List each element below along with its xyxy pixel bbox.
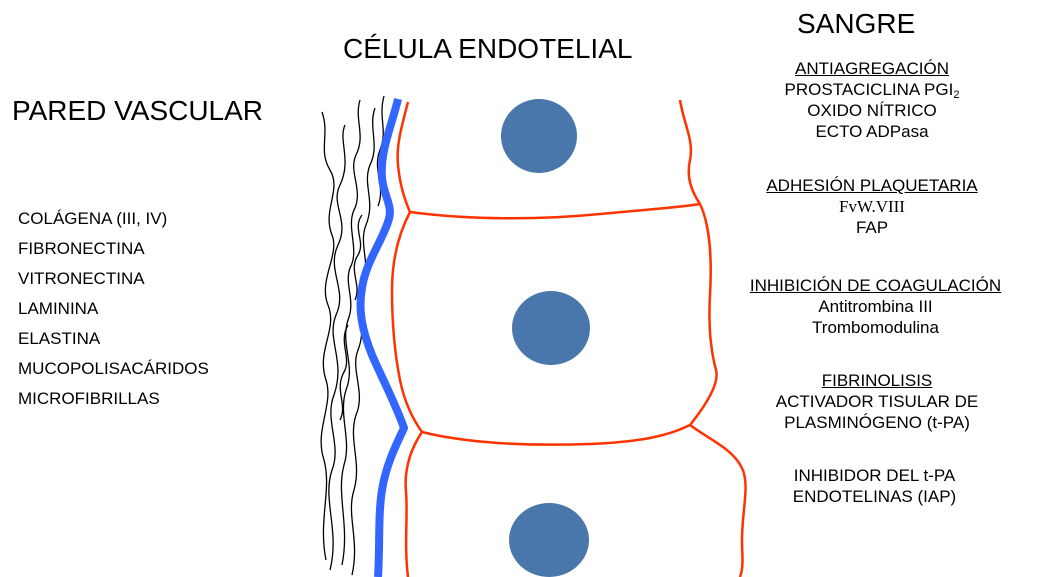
adhesion-group: ADHESIÓN PLAQUETARIA FvW.VIII FAP (722, 175, 1022, 238)
coag-inhibition-group: INHIBICIÓN DE COAGULACIÓN Antitrombina I… (713, 275, 1038, 338)
list-item: ELASTINA (18, 324, 209, 354)
antiaggregation-group: ANTIAGREGACIÓN PROSTACICLINA PGI2 OXIDO … (752, 58, 992, 142)
coag-inhibition-item: Trombomodulina (713, 317, 1038, 338)
adhesion-heading: ADHESIÓN PLAQUETARIA (722, 175, 1022, 196)
membrane-right-bottom (690, 425, 746, 577)
list-item: VITRONECTINA (18, 264, 209, 294)
membrane-left-top (398, 102, 410, 212)
antiaggregation-heading: ANTIAGREGACIÓN (752, 58, 992, 79)
inhibitor-item: INHIBIDOR DEL t-PA (752, 465, 997, 486)
fibrinolysis-item: PLASMINÓGENO (t-PA) (742, 412, 1012, 433)
list-item: FIBRONECTINA (18, 234, 209, 264)
membrane-junction-2 (422, 425, 690, 445)
nucleus (501, 99, 577, 173)
vascular-wall-title: PARED VASCULAR (12, 97, 263, 125)
wall-components-list: COLÁGENA (III, IV) FIBRONECTINA VITRONEC… (18, 204, 209, 414)
nitric-oxide-line: OXIDO NÍTRICO (752, 100, 992, 121)
membrane-junction-1 (410, 204, 700, 218)
blood-title: SANGRE (797, 10, 915, 38)
inhibitors-group: INHIBIDOR DEL t-PA ENDOTELINAS (IAP) (752, 465, 997, 507)
membrane-left-middle (392, 212, 422, 432)
list-item: MUCOPOLISACÁRIDOS (18, 354, 209, 384)
coag-inhibition-item: Antitrombina III (713, 296, 1038, 317)
adhesion-item: FvW.VIII (722, 196, 1022, 217)
fibrinolysis-group: FIBRINOLISIS ACTIVADOR TISULAR DE PLASMI… (742, 370, 1012, 433)
nucleus (512, 291, 590, 365)
inhibitor-item: ENDOTELINAS (IAP) (752, 486, 997, 507)
membrane-top-right (680, 100, 700, 204)
endothelial-cell-title: CÉLULA ENDOTELIAL (343, 35, 632, 63)
wall-fibers (321, 96, 384, 575)
fibrinolysis-item: ACTIVADOR TISULAR DE (742, 391, 1012, 412)
nucleus (509, 503, 589, 577)
list-item: COLÁGENA (III, IV) (18, 204, 209, 234)
fibrinolysis-heading: FIBRINOLISIS (742, 370, 1012, 391)
nuclei (501, 99, 590, 577)
fiber (321, 112, 334, 560)
membrane-left-bottom (406, 432, 422, 577)
list-item: LAMININA (18, 294, 209, 324)
ecto-adpase-line: ECTO ADPasa (752, 121, 992, 142)
coag-inhibition-heading: INHIBICIÓN DE COAGULACIÓN (713, 275, 1038, 296)
adhesion-item: FAP (722, 217, 1022, 238)
prostacyclin-line: PROSTACICLINA PGI2 (752, 79, 992, 100)
list-item: MICROFIBRILLAS (18, 384, 209, 414)
